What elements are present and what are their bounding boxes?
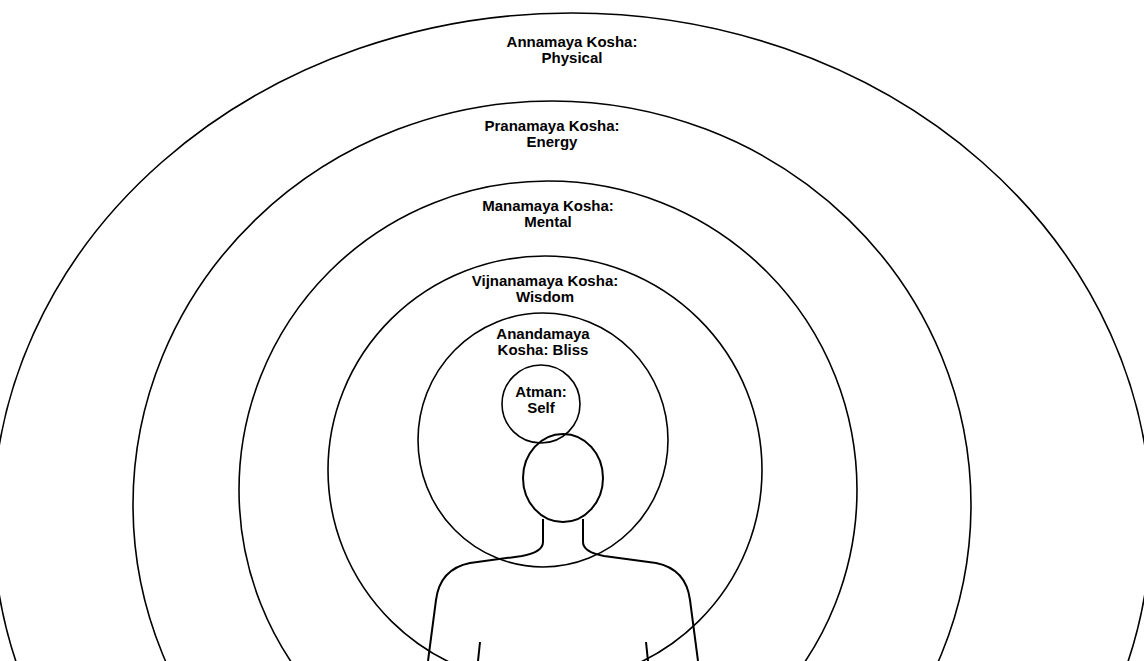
kosha-ellipse: Annamaya Kosha: PhysicalPranamaya Kosha:… — [0, 12, 1144, 661]
ellipse-line — [502, 365, 580, 443]
kosha-label: Manamaya Kosha: Mental — [473, 198, 623, 230]
ellipse-line — [418, 313, 668, 567]
atman-circle: Atman: Self — [501, 364, 581, 444]
kosha-label: Vijnanamaya Kosha: Wisdom — [464, 273, 626, 305]
left-arm-line — [478, 642, 480, 661]
right-shoulder-outline — [583, 519, 698, 661]
ellipse-outline — [238, 180, 858, 661]
atman-label: Atman: Self — [510, 384, 572, 416]
ellipse-line — [328, 256, 762, 661]
kosha-label: Pranamaya Kosha: Energy — [477, 118, 627, 150]
ellipse-line — [0, 13, 1144, 661]
left-shoulder-outline — [428, 519, 543, 661]
kosha-ellipse: Pranamaya Kosha: EnergyManamaya Kosha: M… — [132, 100, 972, 661]
kosha-ellipse: Vijnanamaya Kosha: WisdomAnandamaya Kosh… — [327, 255, 763, 661]
ellipse-line — [133, 101, 971, 661]
ellipse-outline — [132, 100, 972, 661]
ellipse-outline — [327, 255, 763, 661]
ellipse-line — [239, 181, 857, 661]
head-outline — [523, 434, 603, 522]
kosha-ellipse: Anandamaya Kosha: BlissAtman: Self — [417, 312, 669, 568]
kosha-label: Annamaya Kosha: Physical — [500, 34, 645, 66]
kosha-label: Anandamaya Kosha: Bliss — [492, 326, 594, 358]
kosha-ellipse: Manamaya Kosha: MentalVijnanamaya Kosha:… — [238, 180, 858, 661]
